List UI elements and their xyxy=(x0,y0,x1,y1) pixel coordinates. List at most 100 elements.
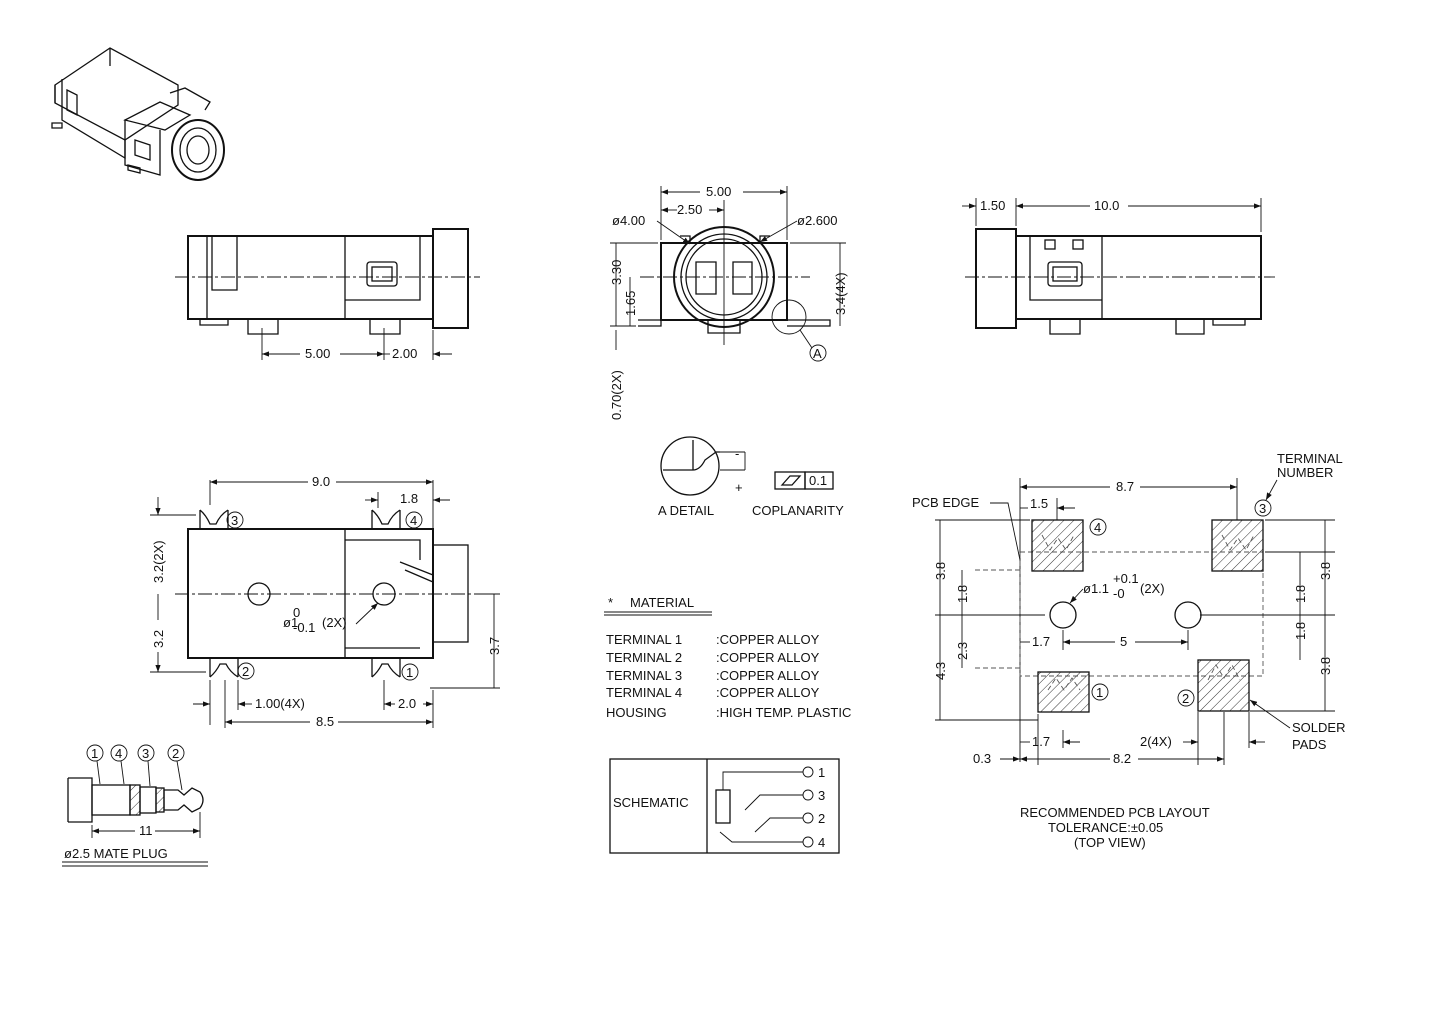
rear-dim-1-5: 1.50 xyxy=(980,198,1005,213)
side-dim-2: 2.00 xyxy=(392,346,417,361)
pcb-terminal-1: 1 xyxy=(1096,685,1103,700)
detail-a: - + 0.1 A DETAIL COPLANARITY xyxy=(658,436,844,518)
pcb-dim-1-5: 1.5 xyxy=(1030,496,1048,511)
coplanarity-label: COPLANARITY xyxy=(752,503,844,518)
material-row-1-value: :COPPER ALLOY xyxy=(716,632,820,647)
top-dim-length: 9.0 xyxy=(312,474,330,489)
end-dia-inner: ø2.600 xyxy=(797,213,837,228)
pcb-dim-4-3: 4.3 xyxy=(933,662,948,680)
top-hole-tol-dn: -0.1 xyxy=(293,620,315,635)
isometric-view xyxy=(51,47,225,181)
pcb-dim-1-8-right-bottom: 1.8 xyxy=(1293,622,1308,640)
pcb-dim-1-7-top: 1.7 xyxy=(1032,634,1050,649)
plug-ring-3: 3 xyxy=(142,746,149,761)
end-width: 5.00 xyxy=(706,184,731,199)
pcb-caption-2: TOLERANCE:±0.05 xyxy=(1048,820,1163,835)
top-dim-half-down: 3.2 xyxy=(151,630,166,648)
top-hole-count: (2X) xyxy=(322,615,347,630)
end-height: 3.30 xyxy=(609,260,624,285)
pcb-hole-tol-up: +0.1 xyxy=(1113,571,1139,586)
pcb-dim-8-2: 8.2 xyxy=(1113,751,1131,766)
top-dim-body-length: 8.5 xyxy=(316,714,334,729)
material-title: MATERIAL xyxy=(630,595,694,610)
pcb-terminal-3: 3 xyxy=(1259,501,1266,516)
plug-ring-4: 4 xyxy=(115,746,122,761)
material-row-4-name: TERMINAL 4 xyxy=(606,685,682,700)
pcb-caption-3: (TOP VIEW) xyxy=(1074,835,1146,850)
pcb-edge-label: PCB EDGE xyxy=(912,495,980,510)
solder-pads-label-1: SOLDER xyxy=(1292,720,1345,735)
top-dim-half-up: 3.2(2X) xyxy=(151,540,166,583)
material-row-2-value: :COPPER ALLOY xyxy=(716,650,820,665)
pcb-dim-1-8-right-top: 1.8 xyxy=(1293,585,1308,603)
terminal-number-label-1: TERMINAL xyxy=(1277,451,1343,466)
terminal-number-label-2: NUMBER xyxy=(1277,465,1333,480)
schematic: SCHEMATIC 1 3 2 4 xyxy=(609,758,840,854)
pcb-terminal-2: 2 xyxy=(1182,691,1189,706)
rear-dim-10: 10.0 xyxy=(1094,198,1119,213)
coplanarity-value: 0.1 xyxy=(809,473,827,488)
plug-length: 11 xyxy=(139,823,153,838)
top-view: 9.0 1.8 3.2(2X) 3.2 ø1 0 -0.1 (2X) 3.7 1… xyxy=(150,474,502,729)
end-offset: 2.50 xyxy=(677,202,702,217)
top-dim-right-h: 3.7 xyxy=(487,637,502,655)
schematic-label: SCHEMATIC xyxy=(613,795,689,810)
pcb-dim-1-8-left: 1.8 xyxy=(955,585,970,603)
side-dim-5: 5.00 xyxy=(305,346,330,361)
detail-ref-letter: A xyxy=(813,346,822,361)
end-view: 5.00 2.50 ø4.00 ø2.600 3.30 1.65 3.4(4X)… xyxy=(609,184,848,420)
pcb-dim-3-8-left: 3.8 xyxy=(933,562,948,580)
schematic-pin-2: 2 xyxy=(818,811,825,826)
material-marker: * xyxy=(608,595,613,610)
schematic-pin-3: 3 xyxy=(818,788,825,803)
plug-ring-1: 1 xyxy=(91,746,98,761)
detail-a-title: A DETAIL xyxy=(658,503,714,518)
material-row-3-value: :COPPER ALLOY xyxy=(716,668,820,683)
material-row-3-name: TERMINAL 3 xyxy=(606,668,682,683)
top-dim-pin1: 2.0 xyxy=(398,696,416,711)
end-center: 1.65 xyxy=(623,291,638,316)
top-terminal-4: 4 xyxy=(410,513,417,528)
pcb-hole-count: (2X) xyxy=(1140,581,1165,596)
top-hole-tol-up: 0 xyxy=(293,605,300,620)
pcb-dim-5: 5 xyxy=(1120,634,1127,649)
pcb-dim-3-8-right-top: 3.8 xyxy=(1318,562,1333,580)
pcb-terminal-4: 4 xyxy=(1094,520,1101,535)
pcb-hole-dia: ø1.1 xyxy=(1083,581,1109,596)
pcb-dim-1-7-bottom: 1.7 xyxy=(1032,734,1050,749)
pcb-dim-0-3: 0.3 xyxy=(973,751,991,766)
schematic-pin-4: 4 xyxy=(818,835,825,850)
pcb-dim-3-8-right-bottom: 3.8 xyxy=(1318,657,1333,675)
solder-pads-label-2: PADS xyxy=(1292,737,1327,752)
schematic-pin-1: 1 xyxy=(818,765,825,780)
material-row-5-name: HOUSING xyxy=(606,705,667,720)
top-hole-dia: ø1 xyxy=(283,615,298,630)
material-row-4-value: :COPPER ALLOY xyxy=(716,685,820,700)
top-terminal-3: 3 xyxy=(231,513,238,528)
pcb-dim-2-3: 2.3 xyxy=(955,642,970,660)
top-dim-pin-width: 1.00(4X) xyxy=(255,696,305,711)
detail-plus: + xyxy=(735,480,743,495)
plug-title: ø2.5 MATE PLUG xyxy=(64,846,168,861)
material-row-2-name: TERMINAL 2 xyxy=(606,650,682,665)
material-row-5-value: :HIGH TEMP. PLASTIC xyxy=(716,705,851,720)
material-table: * MATERIAL TERMINAL 1 :COPPER ALLOY TERM… xyxy=(604,595,851,720)
end-dia-outer: ø4.00 xyxy=(612,213,645,228)
top-terminal-2: 2 xyxy=(242,664,249,679)
top-terminal-1: 1 xyxy=(406,665,413,680)
mate-plug: 1 4 3 2 11 ø2.5 MATE PLUG xyxy=(62,744,208,867)
end-pin-length: 3.4(4X) xyxy=(833,272,848,315)
end-tab: 0.70(2X) xyxy=(609,370,624,420)
detail-minus: - xyxy=(735,446,739,461)
side-view: 5.00 2.00 xyxy=(175,228,480,361)
pcb-caption-1: RECOMMENDED PCB LAYOUT xyxy=(1020,805,1210,820)
plug-ring-2: 2 xyxy=(172,746,179,761)
pcb-dim-2-4x: 2(4X) xyxy=(1140,734,1172,749)
top-dim-pin4: 1.8 xyxy=(400,491,418,506)
material-row-1-name: TERMINAL 1 xyxy=(606,632,682,647)
pcb-layout: 4 3 1 2 TERMINAL NUMBER PCB EDGE 8.7 1.5… xyxy=(912,451,1345,850)
pcb-hole-tol-dn: -0 xyxy=(1113,586,1125,601)
rear-view: 1.50 10.0 xyxy=(962,198,1275,335)
